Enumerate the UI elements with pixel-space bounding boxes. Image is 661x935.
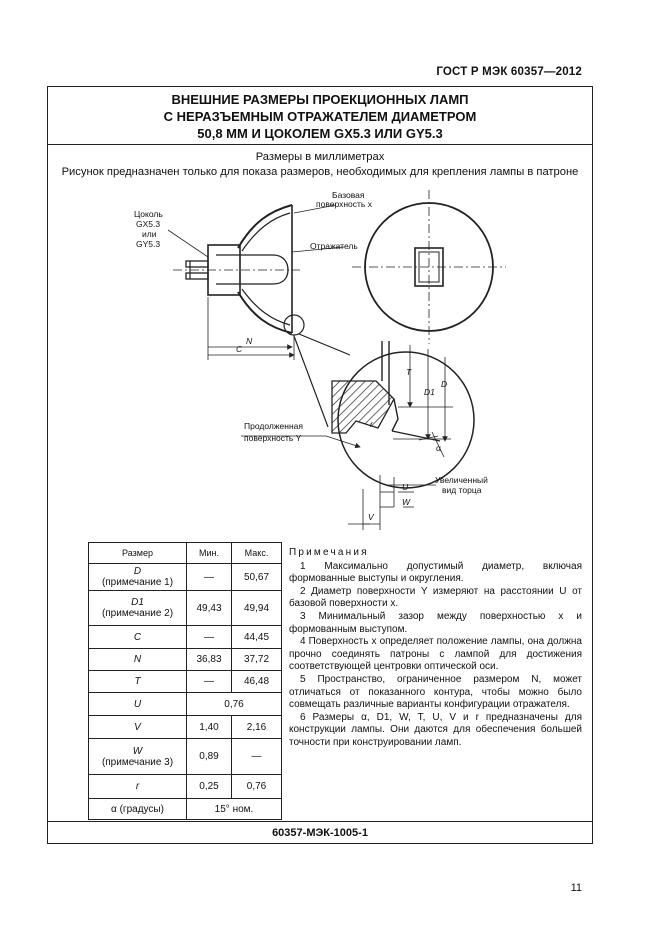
lamp-drawing: Цоколь GX5.3 или GY5.3 Базовая поверхнос… xyxy=(134,190,506,530)
label-base: или xyxy=(142,229,157,239)
dim-name: N xyxy=(133,654,142,665)
dim-name: D1 xyxy=(131,597,144,608)
sheet-title: ВНЕШНИЕ РАЗМЕРЫ ПРОЕКЦИОННЫХ ЛАМП С НЕРА… xyxy=(48,87,592,145)
label-dim-W: W xyxy=(402,497,411,507)
dim-min: — xyxy=(186,670,232,693)
note-item: 2 Диаметр поверхности Y измеряют на расс… xyxy=(289,585,582,610)
table-row: D(примечание 1) — 50,67 xyxy=(88,563,282,591)
label-base: GY5.3 xyxy=(136,239,160,249)
notes-heading: Примечания xyxy=(289,547,369,558)
label-dim-alpha: α xyxy=(436,443,441,453)
table-header: Макс. xyxy=(231,542,282,564)
dim-max: 44,45 xyxy=(231,625,282,649)
dim-name: U xyxy=(133,698,142,710)
dim-min: — xyxy=(186,563,232,591)
note-item: 6 Размеры α, D1, W, T, U, V и r предназн… xyxy=(289,711,582,748)
dim-name: T xyxy=(134,676,141,687)
label-reflector: Отражатель xyxy=(310,241,358,251)
notes-block: Примечания 1 Максимально допустимый диам… xyxy=(289,547,582,750)
table-row: V 1,40 2,16 xyxy=(88,715,282,739)
label-extended: поверхность Y xyxy=(244,433,302,443)
table-header: Размер xyxy=(88,542,187,564)
table-row: α (градусы) 15° ном. xyxy=(88,798,282,820)
units-caption: Размеры в миллиметрах xyxy=(255,151,385,163)
dim-max: 0,76 xyxy=(231,774,282,799)
label-extended: Продолженная xyxy=(244,421,303,431)
standard-number: ГОСТ Р МЭК 60357—2012 xyxy=(436,66,582,78)
label-magnified: Увеличенный xyxy=(435,475,488,485)
label-dim-U: U xyxy=(402,482,409,492)
table-row: r 0,25 0,76 xyxy=(88,774,282,799)
table-row: T — 46,48 xyxy=(88,670,282,693)
dim-name: r xyxy=(135,781,140,792)
label-ref-surface: Базовая xyxy=(332,190,365,200)
title-line: С НЕРАЗЪЕМНЫМ ОТРАЖАТЕЛЕМ ДИАМЕТРОМ xyxy=(163,109,477,124)
dim-name: D xyxy=(133,566,142,577)
dim-max: 49,94 xyxy=(231,590,282,626)
table-row: N 36,83 37,72 xyxy=(88,648,282,671)
label-dim-D1: D1 xyxy=(424,387,435,397)
table-header: Мин. xyxy=(186,542,232,564)
label-base: Цоколь xyxy=(134,209,163,219)
label-dim-r: r xyxy=(370,419,374,429)
label-ref-surface: поверхность x xyxy=(316,199,373,209)
label-dim-V: V xyxy=(368,512,375,522)
table-row: D1(примечание 2) 49,43 49,94 xyxy=(88,590,282,626)
dim-note: (примечание 2) xyxy=(101,608,174,619)
dim-max: 2,16 xyxy=(231,715,282,739)
dim-value: 15° ном. xyxy=(186,798,282,820)
title-line: ВНЕШНИЕ РАЗМЕРЫ ПРОЕКЦИОННЫХ ЛАМП xyxy=(171,92,469,107)
dim-name: C xyxy=(133,631,142,643)
dim-min: 1,40 xyxy=(186,715,232,739)
page-number: 11 xyxy=(570,882,582,894)
label-dim-C: C xyxy=(236,344,243,354)
table-row: U 0,76 xyxy=(88,692,282,716)
dim-min: 0,89 xyxy=(186,738,232,775)
label-dim-T: T xyxy=(406,367,412,377)
dim-max: 50,67 xyxy=(231,563,282,591)
dim-note: (примечание 1) xyxy=(101,577,174,588)
dim-min: 0,25 xyxy=(186,774,232,799)
note-item: 1 Максимально допустимый диаметр, включа… xyxy=(289,560,582,585)
note-item: 4 Поверхность x определяет положение лам… xyxy=(289,636,582,673)
table-row: C — 44,45 xyxy=(88,625,282,649)
sheet-code: 60357-МЭК-1005-1 xyxy=(48,821,592,845)
sheet-frame: ВНЕШНИЕ РАЗМЕРЫ ПРОЕКЦИОННЫХ ЛАМП С НЕРА… xyxy=(47,86,593,844)
dim-min: 49,43 xyxy=(186,590,232,626)
dim-name: W xyxy=(132,745,143,757)
dim-min: — xyxy=(186,625,232,649)
dim-max: 37,72 xyxy=(231,648,282,671)
label-dim-N: N xyxy=(246,336,253,346)
label-magnified: вид торца xyxy=(442,485,482,495)
title-line: 50,8 ММ И ЦОКОЛЕМ GX5.3 ИЛИ GY5.3 xyxy=(197,126,443,141)
dim-value: 0,76 xyxy=(186,692,282,716)
dim-min: 36,83 xyxy=(186,648,232,671)
label-base: GX5.3 xyxy=(136,219,160,229)
table-row: W(примечание 3) 0,89 — xyxy=(88,738,282,775)
dimensions-table: Размер Мин. Макс. D(примечание 1) — 50,6… xyxy=(88,542,282,820)
dim-note: (примечание 3) xyxy=(101,756,174,768)
figure-note: Рисунок предназначен только для показа р… xyxy=(61,166,579,178)
dim-max: 46,48 xyxy=(231,670,282,693)
note-item: 5 Пространство, ограниченное размером N,… xyxy=(289,673,582,711)
dim-name: α (градусы) xyxy=(88,798,187,820)
label-dim-D: D xyxy=(441,379,447,389)
note-item: 3 Минимальный зазор между поверхностью x… xyxy=(289,610,582,635)
dim-name: V xyxy=(134,721,141,733)
dim-max: — xyxy=(231,738,282,775)
